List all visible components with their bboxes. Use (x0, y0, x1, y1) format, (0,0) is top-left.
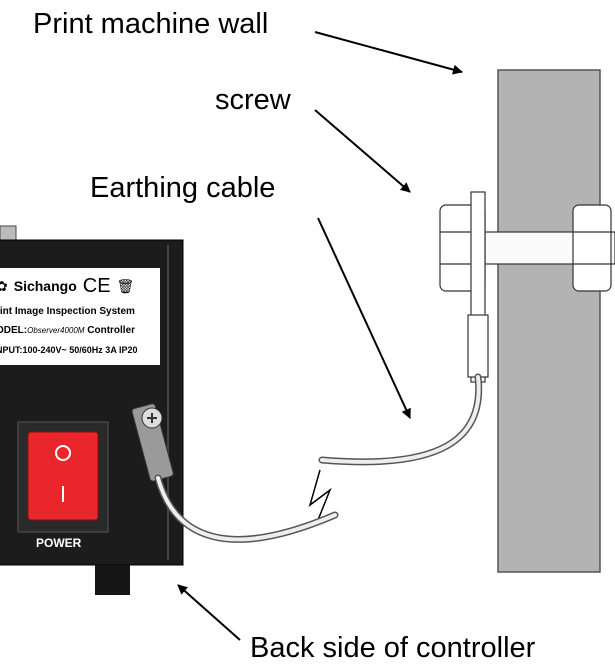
screw-bolt (439, 191, 615, 383)
device-label-text: ✿ Sichango CE 🗑 rint Image Inspection Sy… (0, 270, 158, 355)
model-suffix: Controller (87, 325, 136, 336)
product-line: rint Image Inspection System (0, 306, 135, 317)
cable-break-symbol (308, 469, 332, 521)
model-name: Observer4000M (27, 326, 85, 335)
power-label: POWER (36, 536, 82, 550)
earthing-cable-controller-side (154, 474, 339, 543)
brand-logo-icon: ✿ (0, 278, 8, 294)
input-rating: NPUT:100-240V~ 50/60Hz 3A IP20 (0, 345, 138, 355)
brand-name: Sichango (13, 278, 77, 294)
earthing-cable-wall-side (318, 373, 483, 466)
machine-wall (497, 69, 601, 573)
power-switch[interactable] (27, 431, 99, 521)
label-screw: screw (215, 84, 291, 116)
arrow-wall (314, 31, 463, 75)
ce-mark: CE (82, 275, 111, 297)
label-print-machine-wall: Print machine wall (33, 8, 269, 40)
arrow-cable (317, 217, 411, 419)
label-earthing-cable: Earthing cable (90, 172, 276, 204)
ground-terminal (131, 403, 174, 482)
model-prefix: ODEL: (0, 325, 28, 336)
device-rating-label (0, 268, 160, 365)
model-line: ODEL:Observer4000M Controller (0, 326, 158, 336)
weee-bin-icon: 🗑 (116, 278, 135, 294)
arrow-screw (314, 109, 411, 193)
arrow-back (177, 584, 241, 641)
label-back-side: Back side of controller (250, 632, 536, 664)
